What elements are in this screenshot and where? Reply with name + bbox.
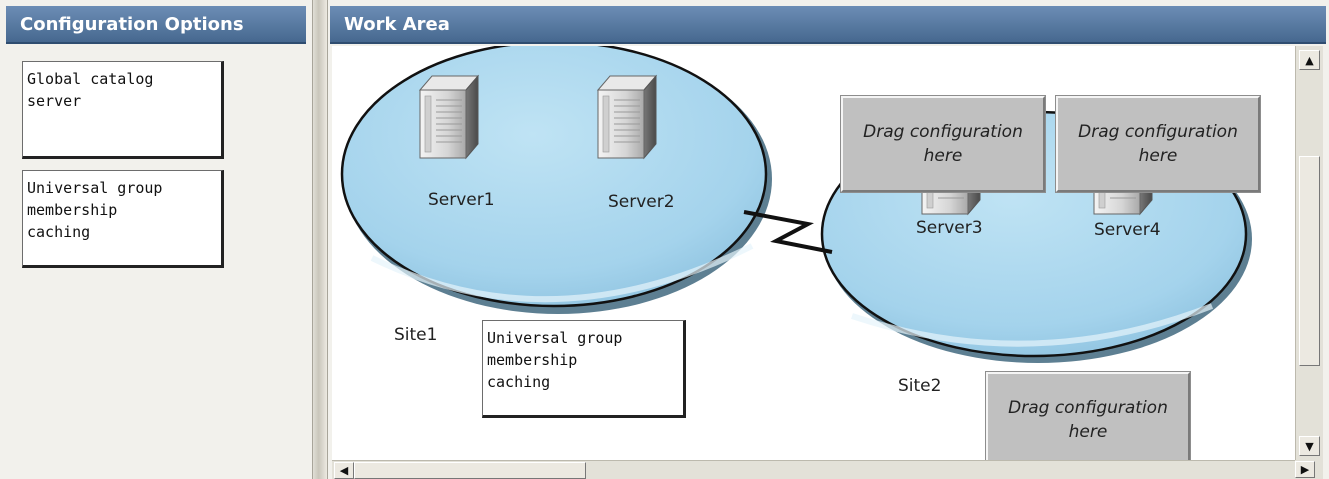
scrollbar-corner: ▶ — [1295, 460, 1323, 479]
vertical-scroll-thumb[interactable] — [1299, 156, 1320, 366]
site2-label: Site2 — [898, 376, 942, 396]
option-global-catalog-server[interactable]: Global catalog server — [22, 61, 224, 159]
scroll-up-arrow-icon[interactable]: ▲ — [1299, 50, 1320, 70]
server3-label: Server3 — [916, 218, 983, 238]
panel-splitter[interactable] — [312, 0, 328, 479]
placed-card-site1[interactable]: Universal group membership caching — [482, 320, 686, 418]
work-area-header: Work Area — [330, 6, 1326, 44]
wan-link-zigzag-icon — [743, 210, 833, 254]
scroll-down-arrow-icon[interactable]: ▼ — [1299, 436, 1320, 456]
server2-label: Server2 — [608, 192, 675, 212]
server2-icon[interactable] — [597, 75, 657, 159]
server1-label: Server1 — [428, 190, 495, 210]
server1-icon[interactable] — [419, 75, 479, 159]
vertical-scrollbar[interactable]: ▲ ▼ — [1295, 46, 1323, 460]
configuration-options-header: Configuration Options — [6, 6, 306, 44]
work-area-canvas: Server1 Server2 Server3 Server4 Site1 Si… — [332, 46, 1295, 460]
scroll-right-arrow-icon[interactable]: ▶ — [1295, 461, 1315, 478]
option-universal-group-membership-caching[interactable]: Universal group membership caching — [22, 170, 224, 268]
server4-label: Server4 — [1094, 220, 1161, 240]
site1-label: Site1 — [394, 325, 438, 345]
drop-target-server4[interactable]: Drag configuration here — [1055, 95, 1261, 193]
scroll-left-arrow-icon[interactable]: ◀ — [334, 462, 354, 479]
drop-target-server3[interactable]: Drag configuration here — [840, 95, 1046, 193]
drop-target-site2[interactable]: Drag configuration here — [985, 371, 1191, 460]
horizontal-scrollbar[interactable]: ◀ — [332, 460, 1295, 479]
horizontal-scroll-thumb[interactable] — [354, 462, 586, 479]
